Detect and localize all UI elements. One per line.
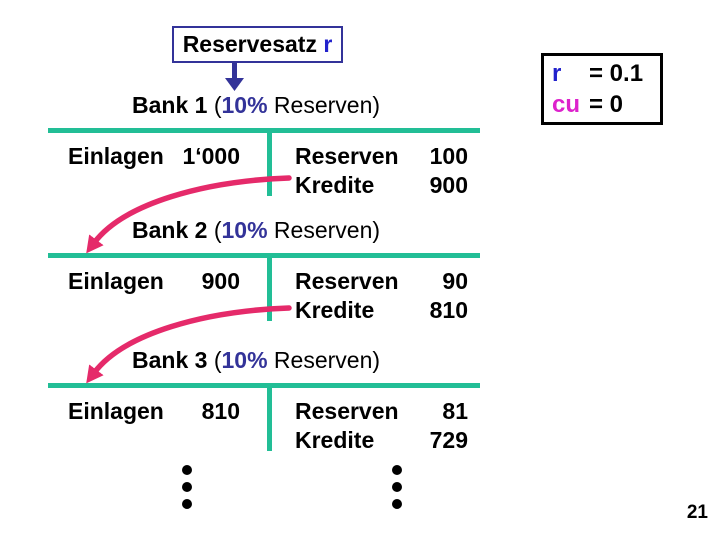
ellipsis-dots-right xyxy=(392,465,402,509)
bank-1-heading: Bank 1 (10% Reserven) xyxy=(132,92,380,119)
page-number: 21 xyxy=(686,502,708,523)
bank-3-taccount-divider-line xyxy=(267,383,272,451)
bank-1-deposits-value: 1‘000 xyxy=(182,143,240,169)
bank-3-credits-row: Kredite 729 xyxy=(295,427,468,454)
bank-2-taccount-divider-line xyxy=(267,253,272,321)
bank-3-open-paren: ( xyxy=(207,347,222,373)
param-expr-cu: = 0 xyxy=(589,91,624,118)
bank-2-credits-value: 810 xyxy=(429,297,468,323)
bank-2-heading: Bank 2 (10% Reserven) xyxy=(132,217,380,244)
bank-1-deposits-label: Einlagen xyxy=(68,143,164,169)
bank-2-credits-row: Kredite 810 xyxy=(295,297,468,324)
bank-2-name: Bank 2 xyxy=(132,217,208,243)
bank-3-deposits-value: 810 xyxy=(201,398,240,424)
bank-3-name: Bank 3 xyxy=(132,347,208,373)
bank-1-deposits-row: Einlagen 1‘000 xyxy=(68,143,240,170)
reservesatz-box: Reservesatz r xyxy=(172,26,343,63)
bank-2-open-paren: ( xyxy=(207,217,222,243)
bank-3-reserves-value: 81 xyxy=(442,398,468,424)
ellipsis-dots-left xyxy=(182,465,192,509)
bank-3-heading-rest: Reserven) xyxy=(267,347,381,373)
param-row-cu: cu = 0 xyxy=(552,89,660,120)
bank-1-reserves-label: Reserven xyxy=(295,143,399,169)
bank-3-reserves-label: Reserven xyxy=(295,398,399,424)
bank-1-credits-label: Kredite xyxy=(295,172,375,198)
bank-1-reserve-percent: 10% xyxy=(221,92,268,118)
param-row-r: r = 0.1 xyxy=(552,58,660,89)
reservesatz-down-arrow-icon xyxy=(225,61,244,91)
reservesatz-label: Reservesatz xyxy=(182,31,317,57)
bank-2-taccount-top-line xyxy=(48,253,480,258)
bank-2-reserve-percent: 10% xyxy=(221,217,268,243)
bank-1-open-paren: ( xyxy=(207,92,222,118)
bank-2-heading-rest: Reserven) xyxy=(267,217,381,243)
reservesatz-variable: r xyxy=(316,31,333,57)
bank-3-credits-label: Kredite xyxy=(295,427,375,453)
bank-2-reserves-value: 90 xyxy=(442,268,468,294)
bank-3-heading: Bank 3 (10% Reserven) xyxy=(132,347,380,374)
bank-1-credits-value: 900 xyxy=(429,172,468,198)
param-expr-r: = 0.1 xyxy=(589,60,644,87)
param-var-r: r xyxy=(552,60,562,87)
bank-3-deposits-label: Einlagen xyxy=(68,398,164,424)
bank-3-deposits-row: Einlagen 810 xyxy=(68,398,240,425)
bank-1-credits-row: Kredite 900 xyxy=(295,172,468,199)
bank-1-heading-rest: Reserven) xyxy=(267,92,381,118)
bank-3-reserve-percent: 10% xyxy=(221,347,268,373)
bank-2-deposits-row: Einlagen 900 xyxy=(68,268,240,295)
param-var-cu: cu xyxy=(552,91,581,118)
bank-2-deposits-label: Einlagen xyxy=(68,268,164,294)
bank-1-name: Bank 1 xyxy=(132,92,208,118)
bank-3-taccount-top-line xyxy=(48,383,480,388)
bank-2-deposits-value: 900 xyxy=(201,268,240,294)
bank-1-reserves-value: 100 xyxy=(429,143,468,169)
bank-2-reserves-label: Reserven xyxy=(295,268,399,294)
bank-2-reserves-row: Reserven 90 xyxy=(295,268,468,295)
bank-3-credits-value: 729 xyxy=(429,427,468,453)
bank-3-reserves-row: Reserven 81 xyxy=(295,398,468,425)
bank-1-reserves-row: Reserven 100 xyxy=(295,143,468,170)
bank-1-taccount-top-line xyxy=(48,128,480,133)
bank-1-taccount-divider-line xyxy=(267,128,272,196)
params-box: r = 0.1 cu = 0 xyxy=(541,53,663,125)
bank-2-credits-label: Kredite xyxy=(295,297,375,323)
